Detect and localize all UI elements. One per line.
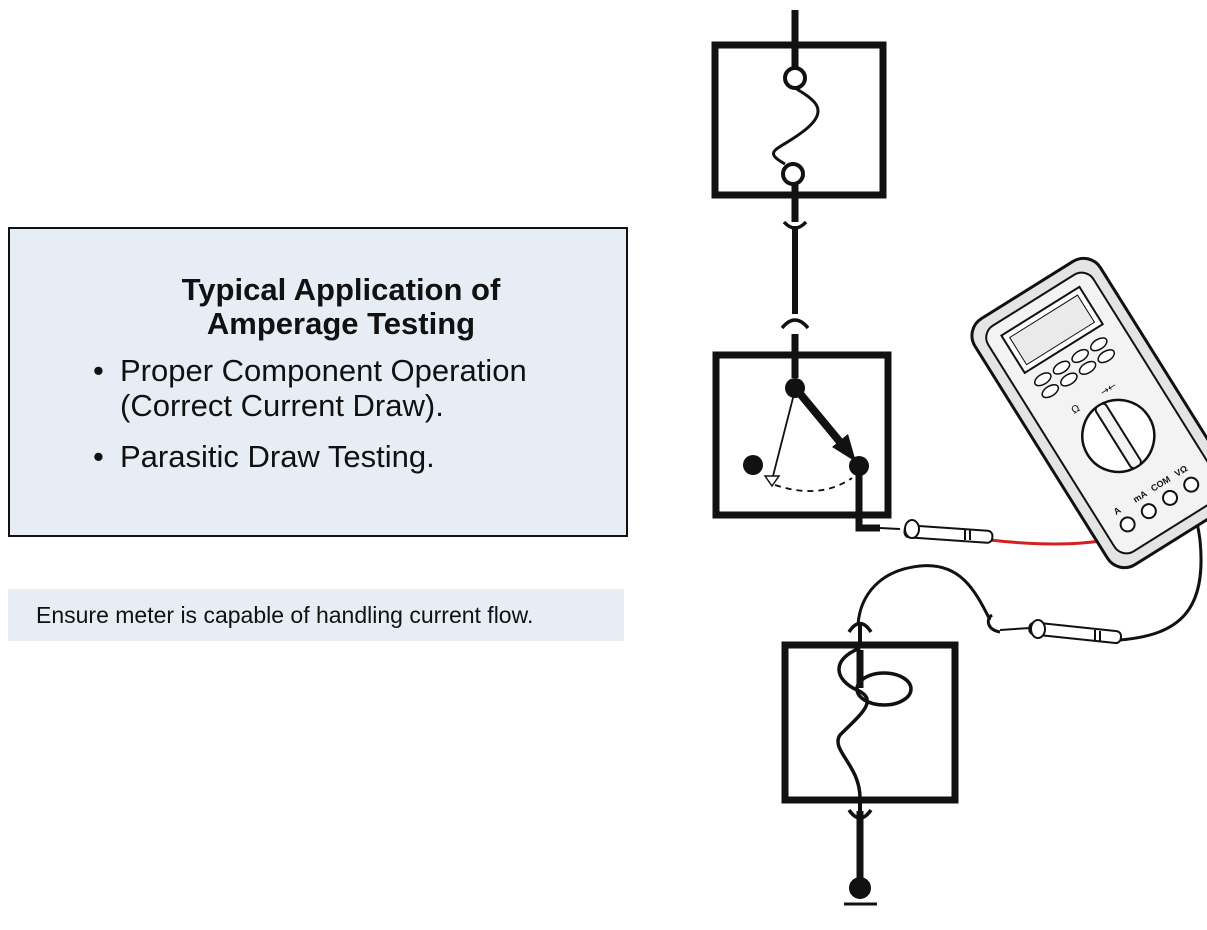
note-box: Ensure meter is capable of handling curr… <box>8 589 624 641</box>
bullet-dot-icon: • <box>93 439 104 474</box>
bullet-dot-icon: • <box>93 353 104 388</box>
meter-jack-label: A <box>1112 505 1123 517</box>
info-title: Typical Application of Amperage Testing <box>10 273 626 341</box>
note-text: Ensure meter is capable of handling curr… <box>36 602 534 628</box>
connector-icon <box>780 220 810 330</box>
lamp-icon <box>781 621 959 820</box>
switch-icon <box>712 351 892 519</box>
ground-icon <box>844 877 877 906</box>
bullet-item: • Proper Component Operation (Correct Cu… <box>93 353 527 423</box>
bullet-line: Proper Component Operation <box>120 353 527 388</box>
info-box: Typical Application of Amperage Testing … <box>8 227 628 537</box>
info-title-line-1: Typical Application of <box>181 272 501 307</box>
bullet-item: • Parasitic Draw Testing. <box>93 439 527 474</box>
bullet-list: • Proper Component Operation (Correct Cu… <box>93 353 527 490</box>
bullet-line: (Correct Current Draw). <box>120 388 444 423</box>
red-probe-icon <box>879 519 994 544</box>
black-probe-icon <box>986 613 1123 645</box>
multimeter-icon: A mA COM VΩ Ω →← <box>970 256 1207 570</box>
info-title-line-2: Amperage Testing <box>206 306 476 341</box>
fuse-icon <box>711 41 887 199</box>
bullet-line: Parasitic Draw Testing. <box>120 439 435 474</box>
